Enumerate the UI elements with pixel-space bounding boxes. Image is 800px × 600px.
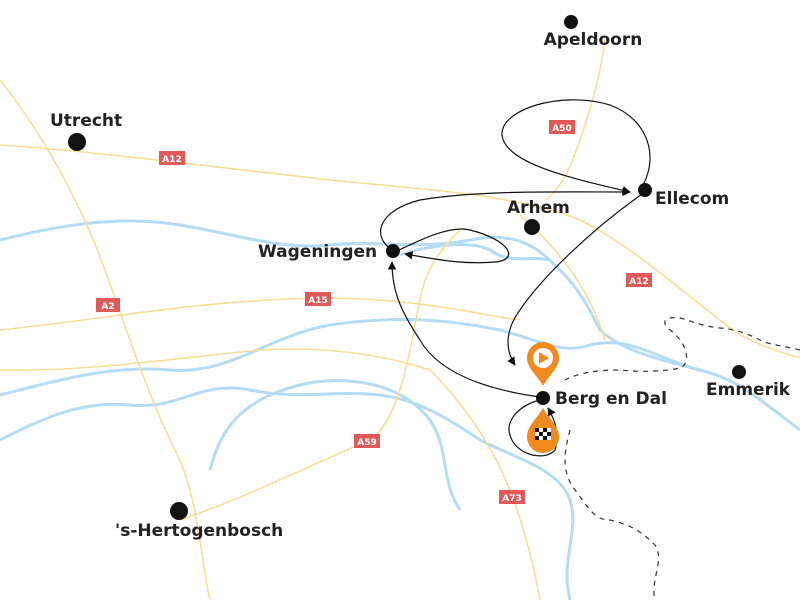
svg-text:Emmerik: Emmerik <box>706 380 791 400</box>
svg-text:A59: A59 <box>357 438 377 448</box>
city-s-hertogenbosch[interactable]: 's-Hertogenbosch <box>115 502 283 541</box>
svg-text:A12: A12 <box>629 277 649 287</box>
start-marker[interactable] <box>527 342 559 386</box>
city-ellecom[interactable]: Ellecom <box>638 183 729 209</box>
road-label-a2: A2 <box>96 298 120 312</box>
road-label-a12-west: A12 <box>159 151 185 165</box>
road-label-a59: A59 <box>354 434 380 448</box>
road-label-a50: A50 <box>549 120 575 134</box>
svg-text:A73: A73 <box>502 494 522 504</box>
svg-text:A12: A12 <box>162 155 182 165</box>
svg-text:A15: A15 <box>308 296 328 306</box>
svg-text:A2: A2 <box>101 302 114 312</box>
road-label-a15: A15 <box>305 292 331 306</box>
svg-text:A50: A50 <box>552 124 572 134</box>
svg-text:Utrecht: Utrecht <box>50 111 122 131</box>
svg-text:Arhem: Arhem <box>507 198 570 218</box>
roads <box>0 39 800 600</box>
city-apeldoorn[interactable]: Apeldoorn <box>544 15 643 50</box>
city-wageningen[interactable]: Wageningen <box>258 242 400 262</box>
svg-text:Wageningen: Wageningen <box>258 242 377 262</box>
svg-text:Berg en Dal: Berg en Dal <box>555 389 667 409</box>
play-icon <box>539 352 549 364</box>
city-utrecht[interactable]: Utrecht <box>50 111 122 151</box>
road-label-a12-east: A12 <box>626 273 652 287</box>
national-border <box>564 317 800 600</box>
road-label-a73: A73 <box>499 490 525 504</box>
city-berg-en-dal[interactable]: Berg en Dal <box>536 389 667 409</box>
checkered-flag-icon <box>535 428 551 440</box>
city-arhem[interactable]: Arhem <box>507 198 570 235</box>
finish-marker[interactable] <box>527 408 559 453</box>
svg-text:Apeldoorn: Apeldoorn <box>544 30 643 50</box>
svg-text:Ellecom: Ellecom <box>655 189 729 209</box>
svg-text:'s-Hertogenbosch: 's-Hertogenbosch <box>115 521 283 541</box>
rivers <box>0 219 800 600</box>
city-emmerik[interactable]: Emmerik <box>706 365 791 400</box>
